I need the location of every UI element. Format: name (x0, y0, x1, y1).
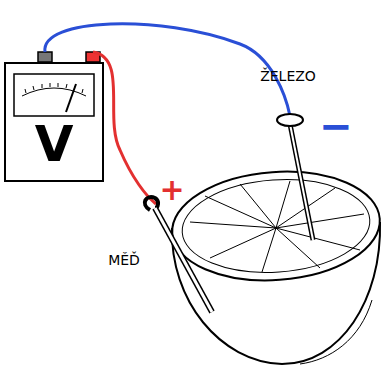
meter-needle (66, 84, 76, 112)
peel-shading (300, 300, 372, 364)
copper-rod-shine (155, 208, 212, 312)
iron-nail-shine (290, 124, 313, 240)
meter-symbol: V (35, 119, 74, 169)
lemon-cut-face (168, 165, 383, 287)
lemon-segments (190, 181, 364, 272)
voltmeter-box: V (4, 62, 104, 182)
copper-label: MĚĎ (108, 253, 140, 267)
copper-rod (155, 208, 212, 312)
lemon-rind-inner (179, 174, 373, 279)
blue-wire (45, 24, 290, 116)
minus-sign: − (319, 106, 353, 146)
iron-label: ŽELEZO (260, 69, 316, 83)
plus-sign: + (159, 175, 184, 205)
black-terminal (38, 52, 52, 62)
iron-nail-shaft (290, 124, 313, 240)
meter-dial (14, 74, 94, 116)
dial-scale (22, 88, 86, 96)
iron-nail-head (277, 114, 303, 126)
